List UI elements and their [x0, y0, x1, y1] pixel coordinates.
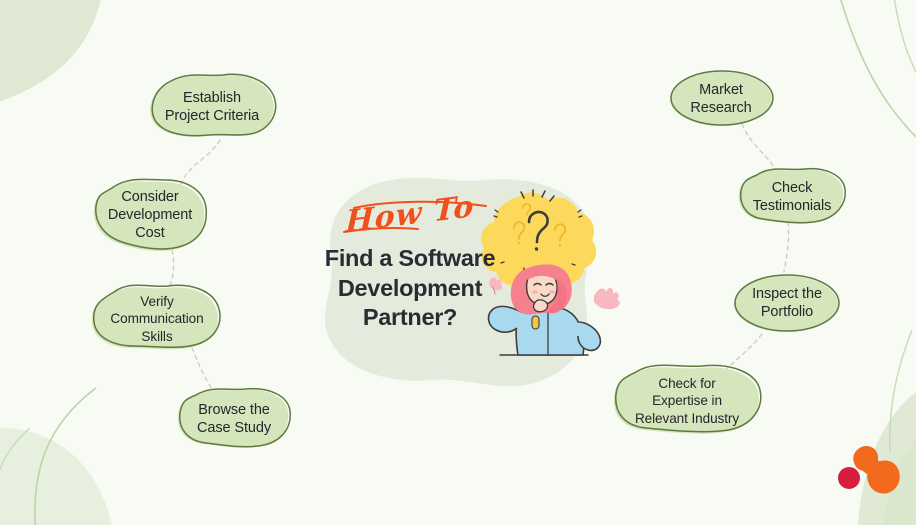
step-label: Consider Development Cost	[107, 188, 193, 242]
sparkle-left	[489, 277, 503, 295]
brand-logo[interactable]	[838, 445, 900, 494]
page-title: Find a Software Development Partner?	[324, 245, 496, 331]
hand-chin	[532, 299, 549, 313]
title-block: How To Find a Software Development Partn…	[300, 189, 520, 333]
arc-top-right-2	[893, 0, 916, 74]
step-label: Inspect the Portfolio	[752, 285, 822, 320]
step-bubble-check-for-expertise[interactable]: Check for Expertise in Relevant Industry	[608, 362, 766, 440]
how-to-flourish	[353, 200, 487, 209]
step-label: Establish Project Criteria	[164, 89, 260, 124]
connector-left-3-4	[191, 347, 215, 393]
arc-right-middle	[889, 329, 913, 453]
how-to-underline	[343, 227, 419, 233]
arc-top-right-1	[840, 0, 916, 138]
logo-accent-dot	[838, 467, 860, 489]
hair-fringe	[526, 265, 560, 282]
step-bubble-consider-development-cost[interactable]: Consider Development Cost	[88, 176, 212, 254]
arc-bottom-left-1	[34, 387, 97, 525]
step-label: Check Testimonials	[752, 179, 832, 214]
step-label: Browse the Case Study	[197, 401, 271, 436]
connector-right-1-2	[741, 123, 777, 173]
how-to-script: How To	[300, 189, 520, 242]
corner-blob-top-left	[0, 0, 101, 102]
step-bubble-establish-project-criteria[interactable]: Establish Project Criteria	[143, 72, 281, 142]
step-bubble-check-testimonials[interactable]: Check Testimonials	[735, 166, 849, 228]
hair-side	[547, 278, 567, 314]
corner-blob-bottom-left	[0, 427, 112, 525]
badge	[531, 315, 540, 330]
step-bubble-market-research[interactable]: Market Research	[666, 68, 776, 130]
step-label: Check for Expertise in Relevant Industry	[634, 376, 740, 426]
corner-blob-bottom-right-2	[884, 440, 916, 525]
connector-right-2-3	[783, 221, 790, 273]
step-label: Verify Communication Skills	[110, 294, 204, 344]
arc-bottom-left-2	[0, 427, 31, 472]
step-bubble-browse-the-case-study[interactable]: Browse the Case Study	[172, 386, 296, 452]
step-bubble-inspect-the-portfolio[interactable]: Inspect the Portfolio	[731, 272, 843, 334]
step-bubble-verify-communication-skills[interactable]: Verify Communication Skills	[88, 282, 226, 356]
hand-wave-right	[594, 288, 620, 310]
step-label: Market Research	[690, 81, 752, 116]
thought-bubble	[481, 189, 597, 300]
